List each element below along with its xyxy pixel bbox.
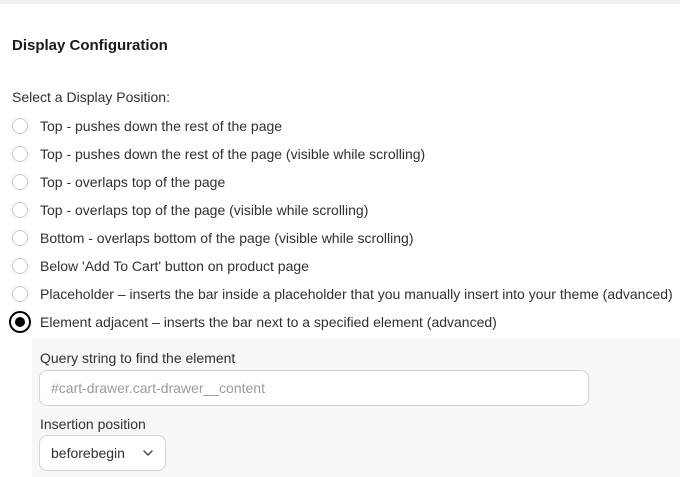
query-string-input[interactable] [39,370,589,406]
radio-button-selected[interactable] [9,311,31,333]
radio-option-label: Top - overlaps top of the page [40,174,226,190]
insertion-position-label: Insertion position [40,416,146,432]
radio-button[interactable] [12,146,28,162]
radio-option-label: Bottom - overlaps bottom of the page (vi… [40,230,414,246]
radio-button[interactable] [12,174,28,190]
display-position-radio-group: Top - pushes down the rest of the page T… [9,112,673,336]
display-position-label: Select a Display Position: [12,89,170,105]
radio-option-placeholder[interactable]: Placeholder – inserts the bar inside a p… [10,280,673,308]
radio-option-label: Top - pushes down the rest of the page [40,118,283,134]
radio-option-label: Top - pushes down the rest of the page (… [40,146,426,162]
insertion-position-value: beforebegin [51,445,125,461]
radio-button[interactable] [12,202,28,218]
radio-option-label: Element adjacent – inserts the bar next … [40,314,497,330]
section-title: Display Configuration [12,37,168,54]
radio-option-top-overlap-sticky[interactable]: Top - overlaps top of the page (visible … [10,196,673,224]
radio-option-label: Top - overlaps top of the page (visible … [40,202,369,218]
element-adjacent-settings-panel: Query string to find the element Inserti… [32,338,680,477]
radio-option-element-adjacent[interactable]: Element adjacent – inserts the bar next … [9,308,673,336]
radio-option-top-push-sticky[interactable]: Top - pushes down the rest of the page (… [10,140,673,168]
radio-option-top-overlap[interactable]: Top - overlaps top of the page [10,168,673,196]
radio-button[interactable] [12,230,28,246]
top-strip [0,0,680,4]
radio-option-top-push[interactable]: Top - pushes down the rest of the page [10,112,673,140]
radio-option-below-add-to-cart[interactable]: Below 'Add To Cart' button on product pa… [10,252,673,280]
chevron-down-icon [143,450,153,456]
radio-option-label: Placeholder – inserts the bar inside a p… [40,286,673,302]
radio-option-label: Below 'Add To Cart' button on product pa… [40,258,309,274]
radio-button[interactable] [12,286,28,302]
insertion-position-select[interactable]: beforebegin [39,435,166,471]
radio-button[interactable] [12,118,28,134]
query-string-label: Query string to find the element [40,350,236,366]
radio-button[interactable] [12,258,28,274]
radio-option-bottom-overlap[interactable]: Bottom - overlaps bottom of the page (vi… [10,224,673,252]
